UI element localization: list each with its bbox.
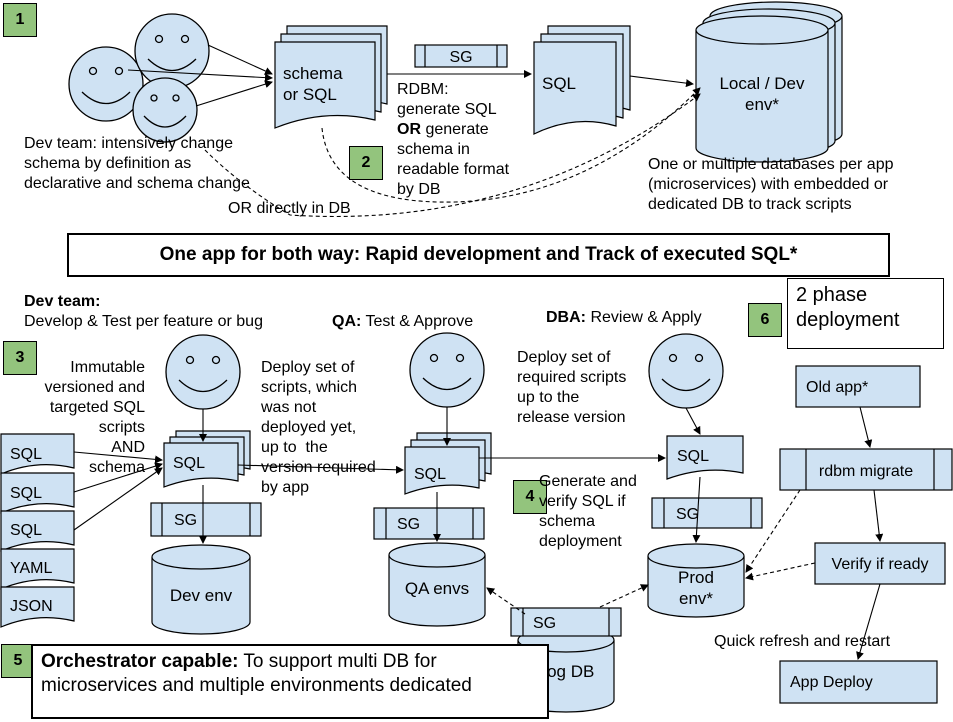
dba-deploy-note: Deploy set of required scripts up to the… (517, 349, 627, 426)
verify-ready-label: Verify if ready (832, 556, 929, 573)
local-dev-db (695, 1, 843, 163)
sql-doc-stack-top (533, 25, 631, 135)
dev-smiley (165, 334, 241, 410)
qa-sg-label: SG (397, 516, 420, 533)
qa-heading-rest: Test & Approve (361, 313, 474, 330)
step-badge-6: 6 (748, 303, 782, 337)
orchestrator-box: Orchestrator capable: To support multi D… (31, 644, 549, 719)
rdbm-note-2: generate schema in readable format by DB (397, 121, 510, 198)
sg-top-label: SG (449, 49, 472, 66)
dev-file-list (0, 433, 75, 628)
qa-envs-label: QA envs (405, 579, 469, 598)
lower-arrows (73, 406, 884, 660)
quick-refresh-note: Quick refresh and restart (714, 633, 891, 650)
dev-team-heading: Dev team: Develop & Test per feature or … (24, 292, 263, 332)
log-db-label: Log DB (538, 662, 595, 681)
dev-sg-label: SG (174, 512, 197, 529)
orchestrator-bold: Orchestrator capable: (41, 651, 239, 672)
qa-heading: QA: Test & Approve (332, 312, 473, 332)
dba-sg-process (651, 497, 763, 529)
dev-file-sql-3: SQL (10, 522, 42, 539)
rdbm-note: RDBM: generate SQL OR generate schema in… (397, 80, 509, 200)
qa-smiley (409, 332, 485, 408)
dev-file-yaml: YAML (10, 560, 52, 577)
log-sg-process (510, 607, 622, 637)
rdbm-note-1: RDBM: generate SQL (397, 81, 497, 118)
dev-team-smiley-3 (132, 77, 198, 143)
dev-file-sql-1: SQL (10, 446, 42, 463)
dev-deploy-note: Deploy set of scripts, which was not dep… (261, 359, 376, 496)
schema-doc-label-1: schema (283, 64, 343, 83)
dev-team-heading-rest: Develop & Test per feature or bug (24, 313, 263, 330)
step-badge-2: 2 (349, 146, 383, 180)
old-app-box (795, 365, 921, 408)
dev-sg-process (150, 502, 262, 537)
step-badge-5: 5 (1, 644, 35, 678)
local-dev-label-1: Local / Dev (719, 74, 805, 93)
dev-sql-label: SQL (173, 455, 205, 472)
dba-sql-doc (666, 435, 744, 480)
dba-sql-label: SQL (677, 448, 709, 465)
directly-in-db-note: OR directly in DB (228, 200, 351, 217)
qa-envs-db (388, 542, 486, 627)
old-app-label: Old app* (806, 379, 868, 396)
step-badge-3: 3 (3, 341, 37, 375)
app-deploy-box (779, 660, 938, 704)
orchestrator-rest: To support multi DB for microservices an… (41, 651, 472, 696)
prod-env-label-2: env* (679, 589, 713, 608)
log-sg-label: SG (533, 615, 556, 632)
dba-heading: DBA: Review & Apply (546, 308, 702, 328)
verify-ready-box (814, 542, 946, 585)
databases-note: One or multiple databases per app (micro… (648, 156, 894, 213)
top-arrows (127, 44, 701, 218)
sql-doc-top-label: SQL (542, 74, 576, 93)
dba-heading-bold: DBA: (546, 309, 586, 326)
rdbm-migrate-process (779, 448, 953, 491)
dba-smiley (648, 333, 724, 409)
prod-env-db (647, 543, 745, 618)
step-badge-4: 4 (513, 480, 547, 514)
dba-sg-label: SG (676, 506, 699, 523)
step-badge-1: 1 (3, 3, 37, 37)
dev-team-note: Dev team: intensively change schema by d… (24, 135, 250, 192)
qa-heading-bold: QA: (332, 313, 362, 330)
schema-doc-label-2: or SQL (283, 85, 337, 104)
qa-sg-process (373, 507, 485, 540)
dev-sql-doc-stack (163, 430, 251, 488)
sg-process-top (414, 44, 508, 68)
rdbm-note-or: OR (397, 121, 421, 138)
dev-file-sql-2: SQL (10, 485, 42, 502)
immutable-note: Immutable versioned and targeted SQL scr… (44, 359, 145, 476)
qa-sql-label: SQL (414, 466, 446, 483)
dev-team-heading-bold: Dev team: (24, 293, 101, 310)
schema-doc-stack (274, 25, 388, 129)
dev-file-json: JSON (10, 598, 53, 615)
two-phase-box: 2 phase deployment (787, 278, 944, 349)
qa-sql-doc-stack (404, 432, 492, 495)
local-dev-label-2: env* (745, 95, 779, 114)
dev-team-smiley-1 (68, 46, 144, 122)
generate-verify-note: Generate and verify SQL if schema deploy… (539, 473, 637, 550)
rdbm-migrate-label: rdbm migrate (819, 463, 913, 480)
main-banner: One app for both way: Rapid development … (67, 233, 890, 277)
app-deploy-label: App Deploy (790, 674, 873, 691)
dev-team-smiley-2 (134, 13, 210, 89)
dba-heading-rest: Review & Apply (586, 309, 702, 326)
dev-env-label: Dev env (170, 586, 233, 605)
dev-env-db (151, 544, 251, 635)
prod-env-label-1: Prod (678, 568, 714, 587)
